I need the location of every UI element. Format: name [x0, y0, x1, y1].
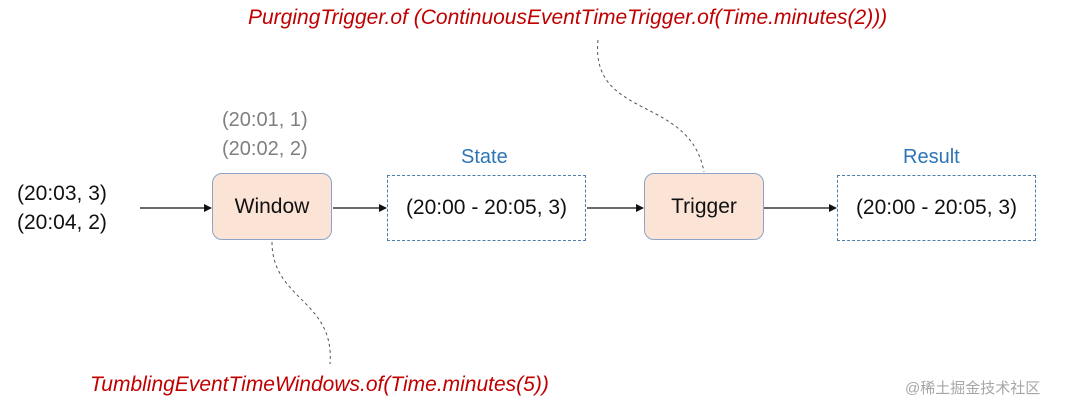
input-event: (20:04, 2): [17, 211, 107, 234]
trigger-code-label: PurgingTrigger.of (ContinuousEventTimeTr…: [248, 6, 888, 29]
prior-event: (20:02, 2): [222, 138, 308, 160]
state-label: State: [461, 146, 508, 168]
window-node: Window: [212, 173, 332, 240]
watermark: @稀土掘金技术社区: [905, 380, 1041, 397]
result-label: Result: [903, 146, 960, 168]
prior-event: (20:01, 1): [222, 109, 308, 131]
result-box: (20:00 - 20:05, 3): [837, 175, 1036, 241]
window-annotation-connector: [271, 241, 331, 365]
state-box: (20:00 - 20:05, 3): [387, 175, 586, 241]
window-code-label: TumblingEventTimeWindows.of(Time.minutes…: [90, 373, 549, 396]
window-prior-events: (20:01, 1) (20:02, 2): [222, 106, 308, 164]
input-event: (20:03, 3): [17, 182, 107, 205]
trigger-annotation-connector: [597, 39, 705, 173]
input-events: (20:03, 3) (20:04, 2): [17, 179, 107, 237]
trigger-node: Trigger: [644, 173, 764, 240]
